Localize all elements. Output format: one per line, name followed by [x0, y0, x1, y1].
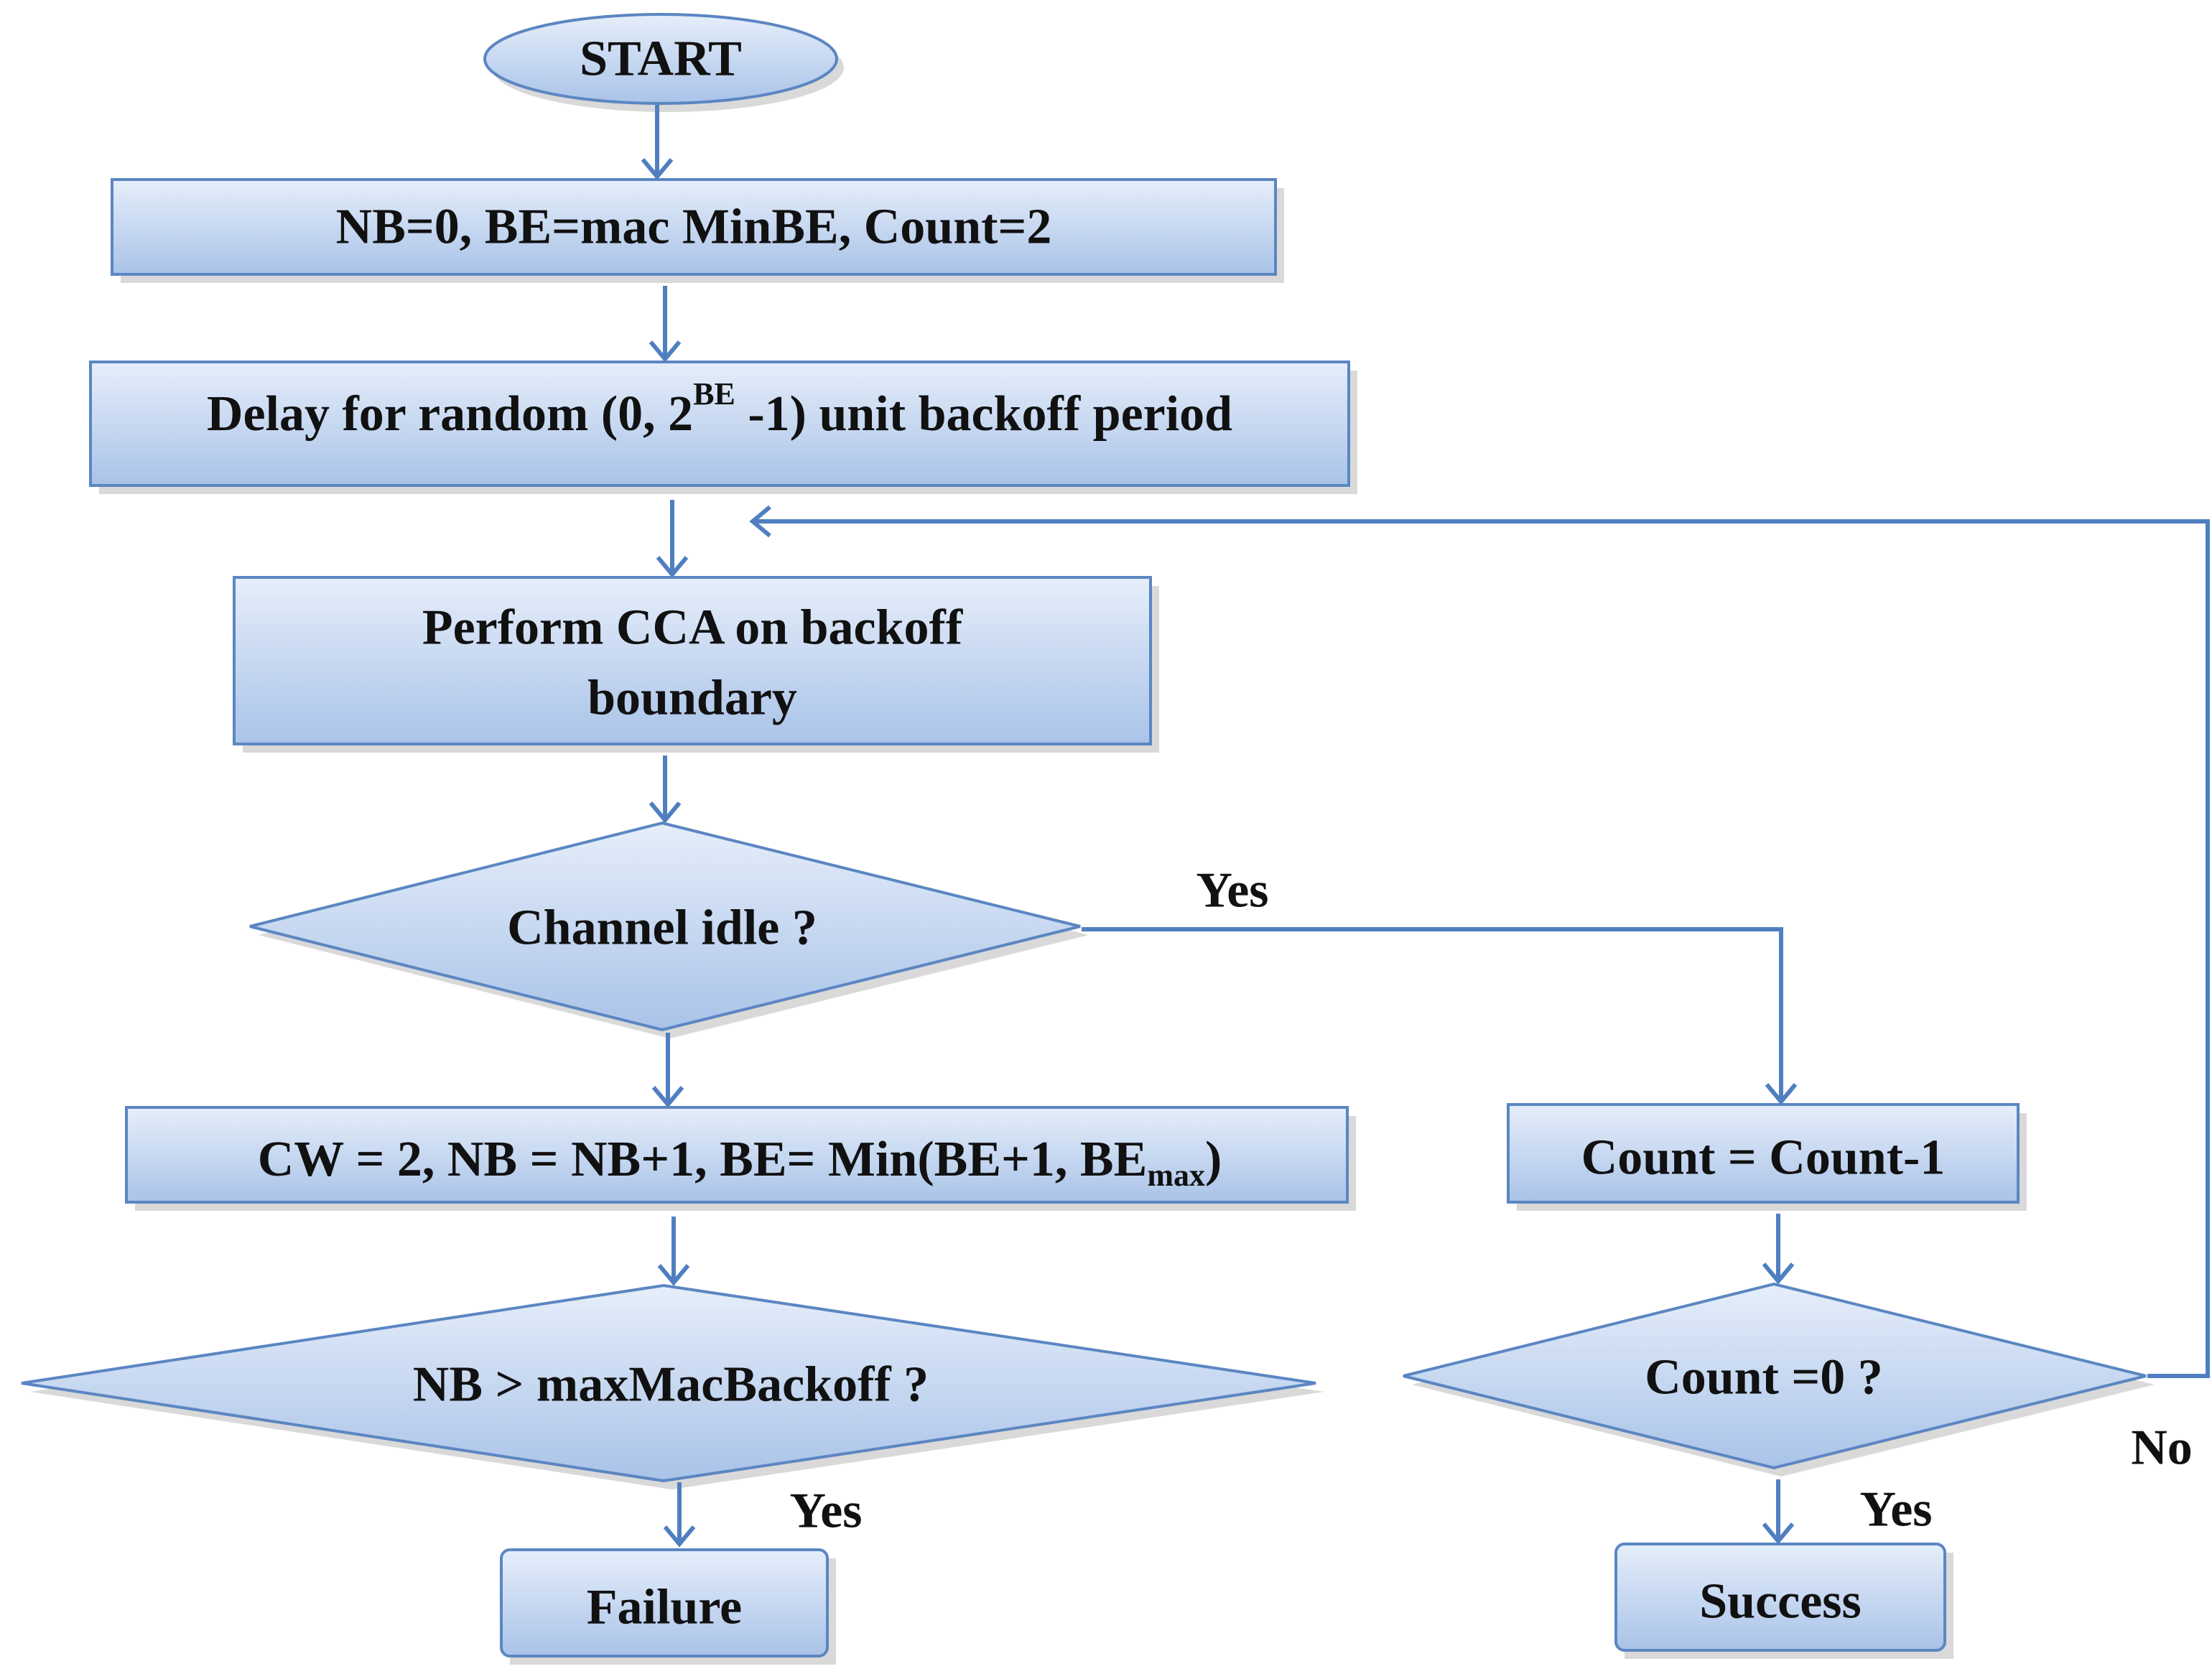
edge-label-count-check-no: No: [2131, 1420, 2193, 1476]
node-update-label: CW = 2, NB = NB+1, BE= Min(BE+1, BEmax): [258, 1132, 1222, 1193]
node-delay-label: Delay for random (0, 2BE -1) unit backof…: [207, 376, 1232, 442]
node-start: START: [483, 13, 838, 105]
node-delay-text-before: Delay for random (0, 2: [207, 386, 693, 442]
node-failure-label: Failure: [587, 1580, 742, 1635]
node-success-label: Success: [1699, 1574, 1862, 1629]
edge-count-decrement-to-count-check: [1762, 1214, 1795, 1285]
node-cca: Perform CCA on backoff boundary: [233, 576, 1152, 745]
node-update: CW = 2, NB = NB+1, BE= Min(BE+1, BEmax): [125, 1106, 1349, 1204]
node-init: NB=0, BE=mac MinBE, Count=2: [111, 178, 1277, 276]
edge-nb-check-to-failure: [663, 1482, 696, 1548]
node-channel-idle-label: Channel idle ?: [507, 901, 817, 956]
node-success: Success: [1614, 1543, 1946, 1652]
node-nb-check: NB > maxMacBackoff ?: [21, 1283, 1316, 1483]
edge-init-to-delay: [649, 286, 682, 363]
edge-delay-to-cca: [656, 500, 689, 578]
node-update-text-after: ): [1205, 1132, 1222, 1187]
edge-labels: Yes Yes Yes No: [789, 863, 2192, 1539]
node-count-decrement: Count = Count-1: [1507, 1103, 2020, 1204]
node-nb-check-label: NB > maxMacBackoff ?: [413, 1357, 929, 1413]
connectors: [641, 105, 2210, 1548]
edge-count-check-yes-to-success: [1762, 1479, 1795, 1545]
edge-channel-idle-to-update: [651, 1033, 684, 1108]
node-init-label: NB=0, BE=mac MinBE, Count=2: [336, 200, 1052, 255]
edge-count-check-no-loop-to-cca: [749, 505, 2210, 1378]
edge-cca-to-channel-idle: [649, 755, 682, 824]
edge-label-count-check-yes: Yes: [1859, 1482, 1932, 1538]
node-update-subscript: max: [1147, 1158, 1205, 1193]
node-cca-line2: boundary: [587, 671, 797, 726]
node-delay-superscript: BE: [693, 376, 735, 411]
edge-label-channel-idle-yes: Yes: [1196, 863, 1268, 919]
node-update-text-before: CW = 2, NB = NB+1, BE= Min(BE+1, BE: [258, 1132, 1148, 1187]
node-cca-line1: Perform CCA on backoff: [422, 600, 963, 656]
node-count-check: Count =0 ?: [1403, 1282, 2147, 1470]
node-count-decrement-label: Count = Count-1: [1581, 1130, 1946, 1186]
node-start-label: START: [580, 32, 742, 87]
node-delay-text-after: -1) unit backoff period: [735, 386, 1232, 442]
edge-start-to-init: [641, 105, 674, 180]
edge-channel-idle-yes-to-count-decrement: [1082, 927, 1798, 1105]
node-failure: Failure: [500, 1548, 829, 1657]
node-delay: Delay for random (0, 2BE -1) unit backof…: [89, 361, 1350, 487]
edge-label-nb-check-yes: Yes: [789, 1484, 862, 1539]
node-channel-idle: Channel idle ?: [249, 821, 1081, 1032]
edge-update-to-nb-check: [657, 1217, 690, 1286]
node-count-check-label: Count =0 ?: [1645, 1350, 1883, 1405]
